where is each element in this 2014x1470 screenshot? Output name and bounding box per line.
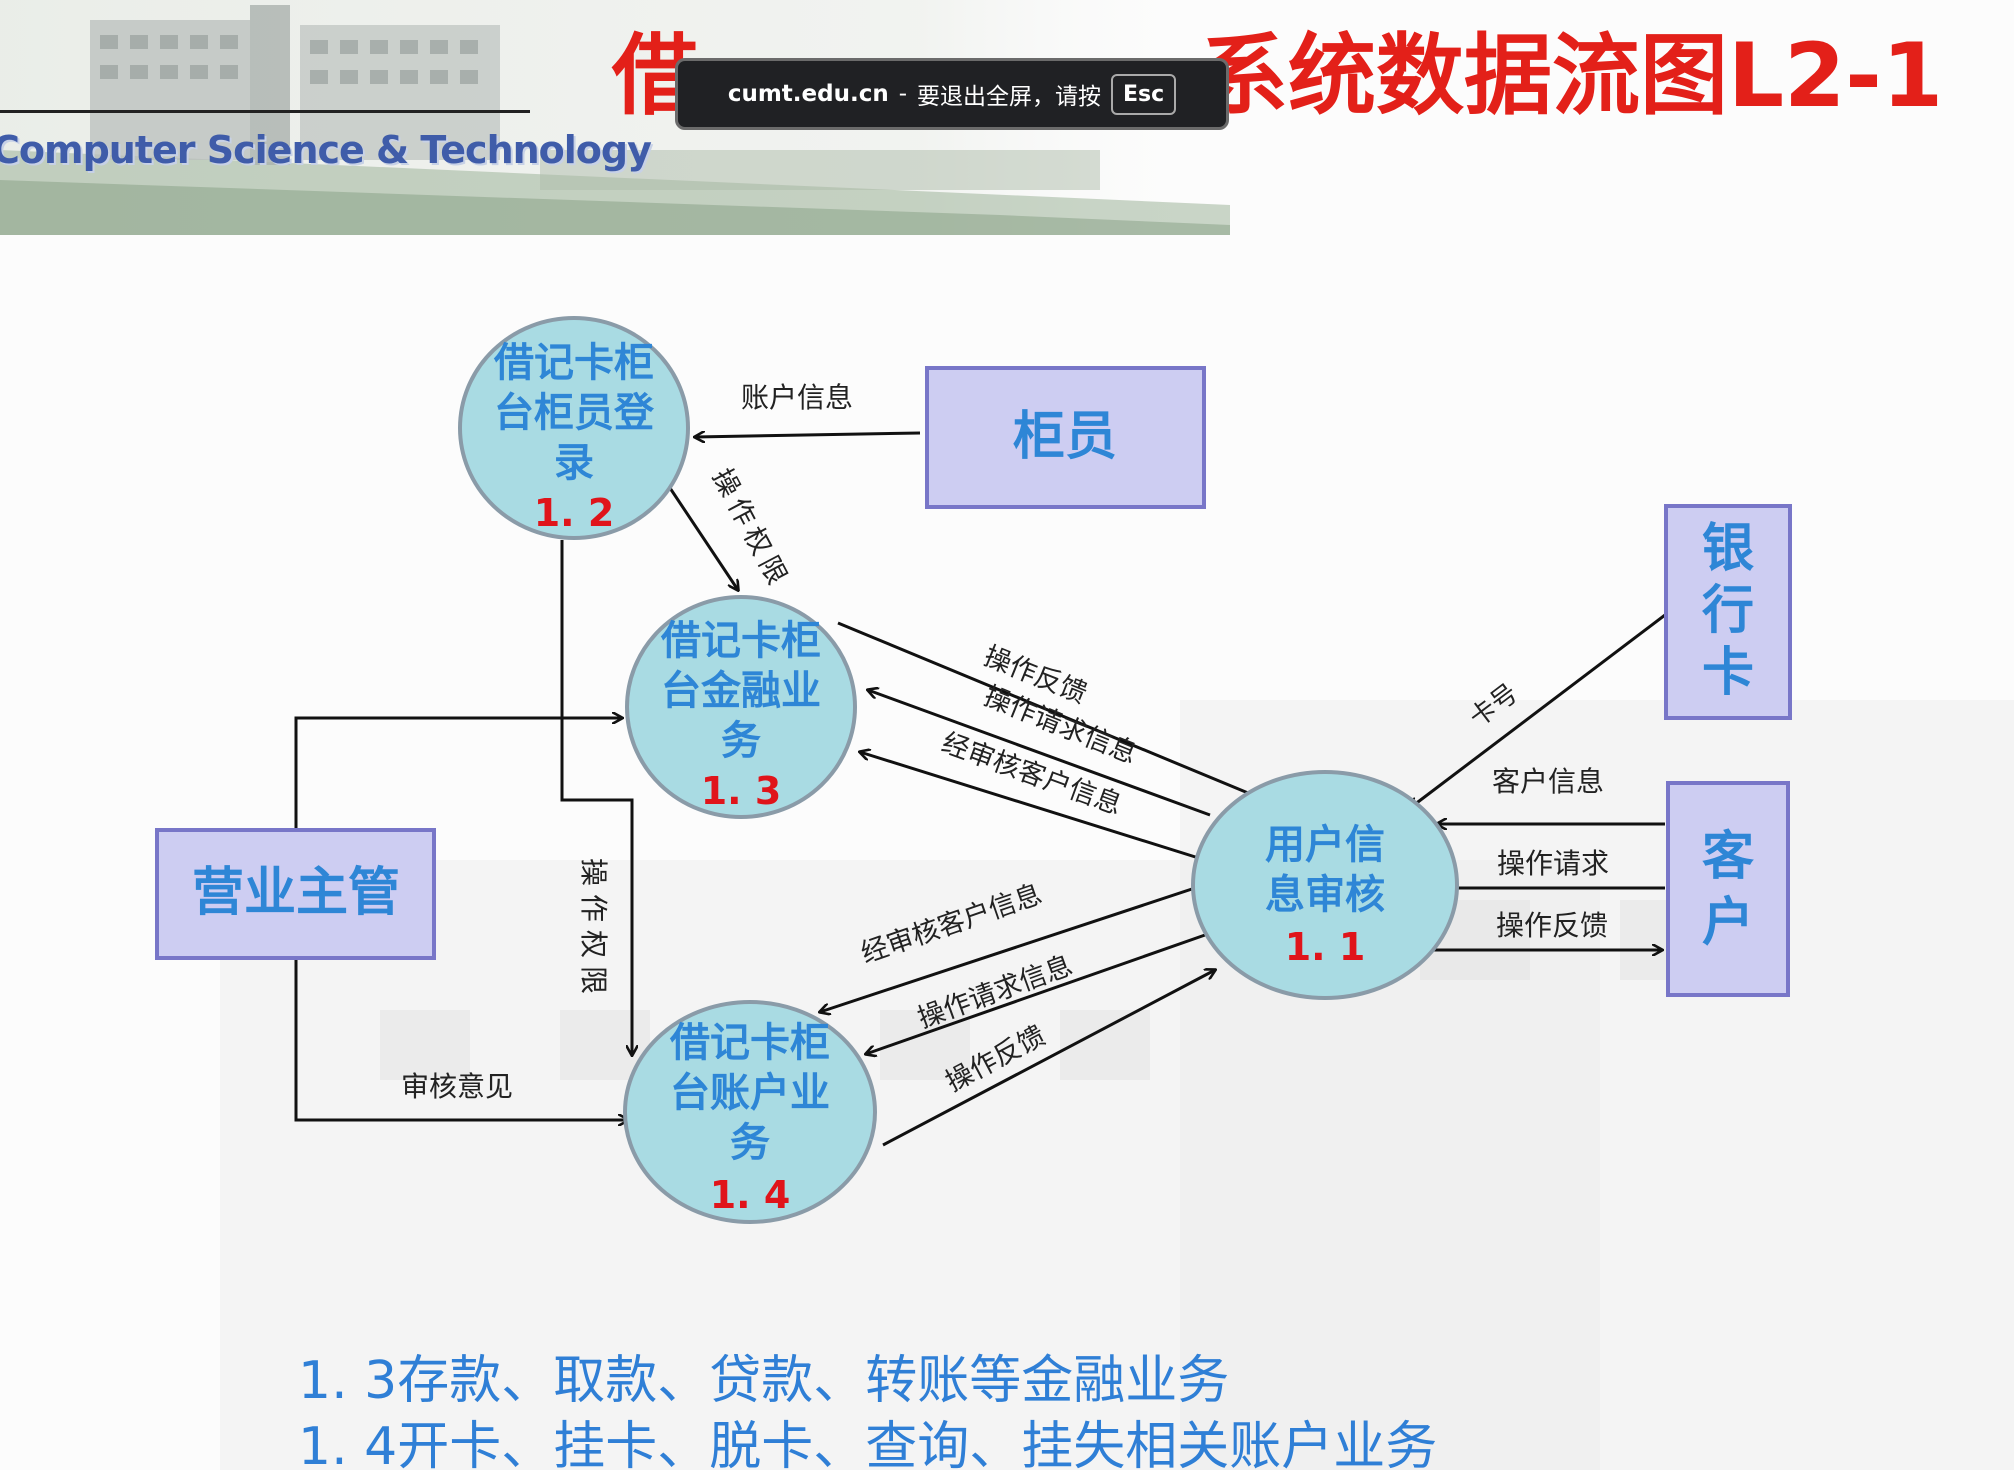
flow-lines xyxy=(294,433,1666,1147)
process-1-3-number: 1. 3 xyxy=(701,769,782,813)
label-review-opinion: 审核意见 xyxy=(401,1070,513,1103)
entity-teller[interactable]: 柜员 xyxy=(925,366,1206,509)
process-1-1[interactable]: 用户信 息审核 1. 1 xyxy=(1191,770,1459,1000)
process-1-3-label-3: 务 xyxy=(721,718,761,764)
toast-site: cumt.edu.cn xyxy=(727,81,889,107)
entity-bank-card-label-3: 卡 xyxy=(1702,643,1754,703)
process-1-4-label-3: 务 xyxy=(730,1120,770,1166)
department-text: Computer Science & Technology xyxy=(0,128,652,172)
entity-supervisor[interactable]: 营业主管 xyxy=(155,828,436,960)
label-request-14: 操作请求信息 xyxy=(914,950,1077,1035)
process-1-4-label-2: 台账户业 xyxy=(670,1070,830,1116)
slide-title-right-fragment: 系统数据流图L2-1 xyxy=(1200,24,1944,127)
entity-customer-label-1: 客 xyxy=(1702,827,1754,887)
entity-customer-label-2: 户 xyxy=(1702,893,1754,953)
entity-bank-card-label-2: 行 xyxy=(1702,581,1754,641)
process-1-1-label-1: 用户信 xyxy=(1265,822,1385,868)
label-customer-info: 客户信息 xyxy=(1492,765,1604,798)
process-1-2[interactable]: 借记卡柜 台柜员登 录 1. 2 xyxy=(458,316,690,540)
flow-card-no-line xyxy=(1410,613,1666,808)
label-permission-vertical: 操作权限 xyxy=(577,858,610,1002)
flow-permission-vertical-line xyxy=(560,540,632,1055)
process-1-4[interactable]: 借记卡柜 台账户业 务 1. 4 xyxy=(623,1000,877,1224)
flow-request-13-line xyxy=(868,690,1211,817)
label-op-request: 操作请求 xyxy=(1497,847,1609,880)
process-1-3[interactable]: 借记卡柜 台金融业 务 1. 3 xyxy=(625,595,857,819)
entity-customer[interactable]: 客 户 xyxy=(1666,781,1790,997)
note-1-3: 1. 3存款、取款、贷款、转账等金融业务 xyxy=(298,1351,1230,1411)
process-1-4-number: 1. 4 xyxy=(710,1173,791,1217)
label-card-no: 卡号 xyxy=(1464,678,1524,733)
label-op-feedback: 操作反馈 xyxy=(1496,909,1608,942)
process-1-2-label-1: 借记卡柜 xyxy=(493,340,654,386)
process-1-1-label-2: 息审核 xyxy=(1265,872,1385,918)
flow-review-opinion-line xyxy=(294,958,628,1120)
flow-permission-diag-line xyxy=(668,487,738,590)
flow-request-14-line xyxy=(866,933,1206,1054)
flow-account-info-line xyxy=(695,433,921,437)
flow-feedback-14-line xyxy=(882,970,1215,1147)
entity-supervisor-label: 营业主管 xyxy=(192,863,400,923)
process-1-2-label-3: 录 xyxy=(554,440,594,486)
label-verified-14: 经审核客户信息 xyxy=(857,879,1046,970)
entity-teller-label: 柜员 xyxy=(1013,407,1117,467)
flow-verified-14-line xyxy=(820,886,1196,1012)
flow-supervisor-to-13-line xyxy=(294,718,622,830)
process-1-3-label-1: 借记卡柜 xyxy=(660,618,821,664)
flow-feedback-13-line xyxy=(837,621,1265,800)
esc-key-hint[interactable]: Esc xyxy=(1111,73,1177,115)
process-1-3-label-2: 台金融业 xyxy=(661,668,821,714)
fullscreen-exit-toast: cumt.edu.cn - 要退出全屏，请按 Esc xyxy=(675,58,1229,130)
note-1-4: 1. 4开卡、挂卡、脱卡、查询、挂失相关账户业务 xyxy=(298,1417,1438,1470)
footnotes: 1. 3存款、取款、贷款、转账等金融业务 1. 4开卡、挂卡、脱卡、查询、挂失相… xyxy=(298,1348,1437,1470)
label-permission-diag: 操作权限 xyxy=(706,464,795,595)
process-1-2-number: 1. 2 xyxy=(534,491,615,535)
entity-bank-card-label-1: 银 xyxy=(1702,519,1754,579)
flow-verified-13-line xyxy=(860,752,1206,862)
header-rule xyxy=(0,110,530,113)
toast-separator: - xyxy=(898,81,908,107)
entity-bank-card[interactable]: 银 行 卡 xyxy=(1664,504,1792,720)
label-account-info: 账户信息 xyxy=(741,381,853,414)
process-1-4-label-1: 借记卡柜 xyxy=(669,1020,830,1066)
toast-message: 要退出全屏，请按 xyxy=(917,84,1102,110)
process-1-1-number: 1. 1 xyxy=(1285,925,1366,969)
process-1-2-label-2: 台柜员登 xyxy=(494,390,655,436)
